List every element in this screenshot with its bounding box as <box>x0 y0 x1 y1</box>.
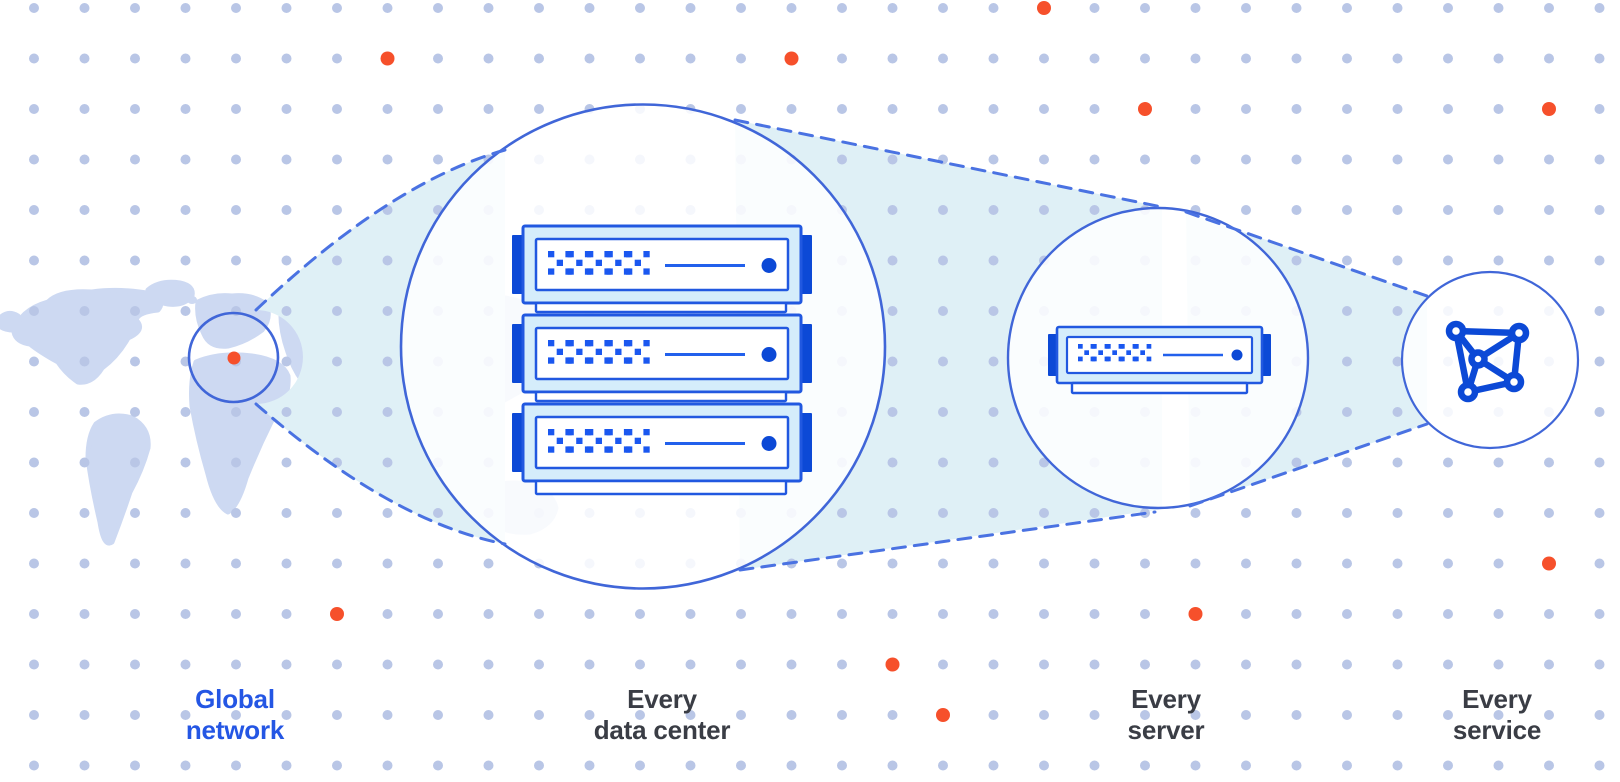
orange-dot <box>1138 102 1152 116</box>
server-icon <box>1048 325 1271 395</box>
orange-dot <box>1542 102 1556 116</box>
label-line: service <box>1452 715 1542 745</box>
orange-dot <box>1188 607 1203 621</box>
label-line: Every <box>1131 684 1201 714</box>
label-line: Every <box>627 684 697 714</box>
label-line: Every <box>1462 684 1532 714</box>
label-line: server <box>1127 715 1205 745</box>
orange-dot <box>784 51 799 66</box>
orange-dot <box>936 708 950 722</box>
zoom-dashed-lines <box>254 118 1429 572</box>
server-rack-icon <box>512 224 812 496</box>
label-every-service: Every service <box>1453 684 1541 746</box>
label-every-data-center: Every data center <box>594 684 731 746</box>
service-circle <box>1400 270 1580 450</box>
orange-dot <box>1542 556 1556 571</box>
orange-dot <box>380 51 395 66</box>
location-marker-dot <box>227 351 241 365</box>
network-mesh-icon <box>1445 320 1530 403</box>
orange-dot <box>885 657 900 672</box>
label-global-network: Global network <box>186 684 284 746</box>
label-line: Global <box>195 684 275 714</box>
label-line: network <box>185 715 285 745</box>
label-line: data center <box>593 715 731 745</box>
label-every-server: Every server <box>1128 684 1205 746</box>
orange-dot <box>1037 1 1051 15</box>
orange-dot <box>330 607 344 621</box>
orange-accent-dots <box>330 1 1556 722</box>
global-network-circle <box>187 311 280 404</box>
